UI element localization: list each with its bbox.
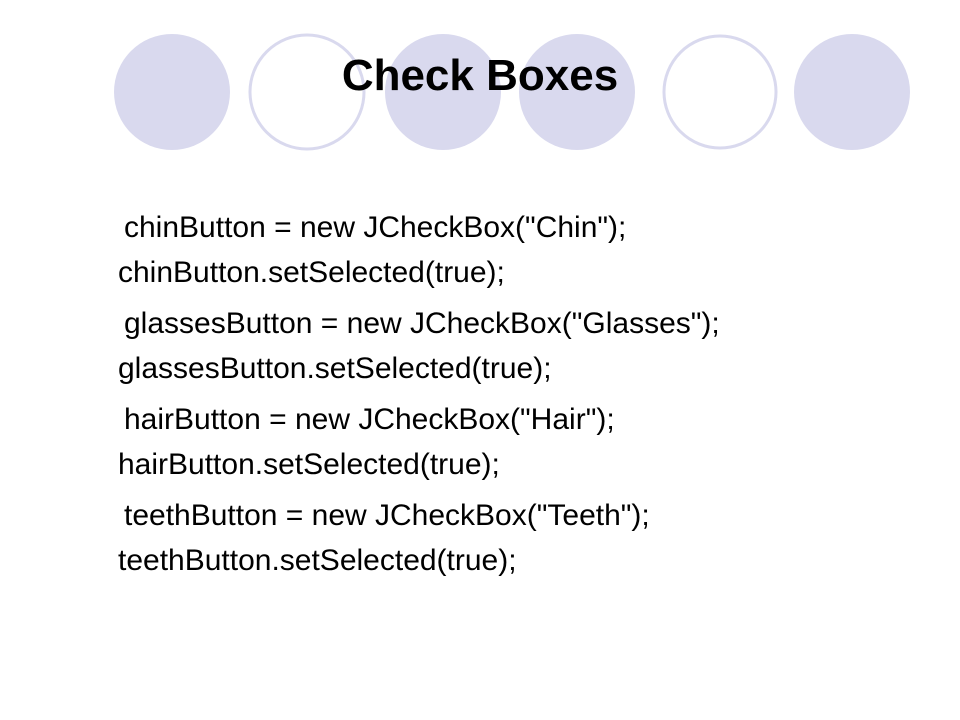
filled-circle-1 <box>114 34 230 150</box>
filled-circle-2 <box>385 34 501 150</box>
code-line: teethButton.setSelected(true); <box>118 544 517 577</box>
decorative-circles <box>114 33 910 151</box>
code-line: chinButton.setSelected(true); <box>118 256 505 289</box>
filled-circle-3 <box>519 34 635 150</box>
code-line: teethButton = new JCheckBox("Teeth"); <box>124 499 650 532</box>
code-line: hairButton.setSelected(true); <box>118 448 500 481</box>
code-line: chinButton = new JCheckBox("Chin"); <box>124 211 627 244</box>
slide-title: Check Boxes <box>341 51 619 100</box>
code-line: hairButton = new JCheckBox("Hair"); <box>124 403 615 436</box>
outline-circle-2 <box>662 34 778 150</box>
filled-circle-4 <box>794 34 910 150</box>
code-list: chinButton = new JCheckBox("Chin"); chin… <box>118 205 938 589</box>
code-item-chin: chinButton = new JCheckBox("Chin"); chin… <box>118 205 938 295</box>
code-line: glassesButton.setSelected(true); <box>118 352 552 385</box>
code-item-teeth: teethButton = new JCheckBox("Teeth"); te… <box>118 493 938 583</box>
code-item-glasses: glassesButton = new JCheckBox("Glasses")… <box>118 301 938 391</box>
code-item-hair: hairButton = new JCheckBox("Hair"); hair… <box>118 397 938 487</box>
outline-circle-1 <box>248 33 366 151</box>
code-line: glassesButton = new JCheckBox("Glasses")… <box>124 307 720 340</box>
